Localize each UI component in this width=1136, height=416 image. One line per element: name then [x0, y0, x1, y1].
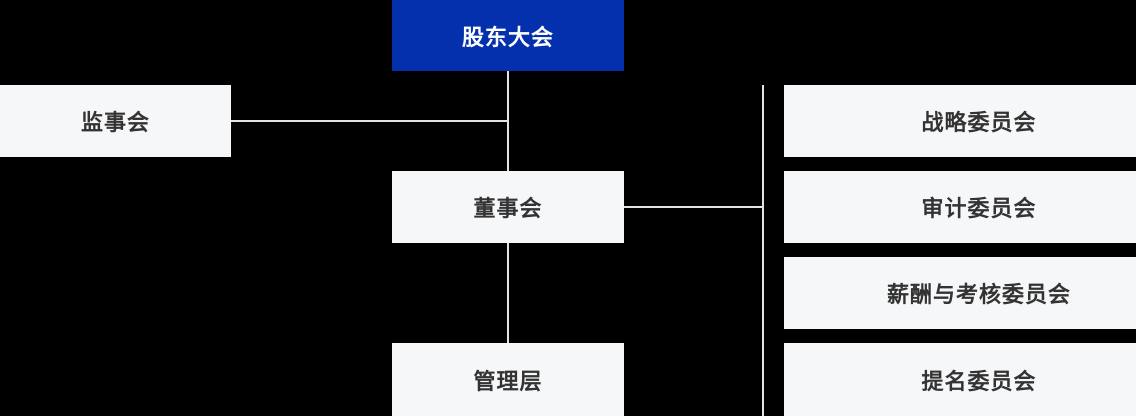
org-node-label: 董事会 [473, 196, 543, 221]
connector-board-to-management [507, 243, 509, 343]
connector-board-to-committee-rail [624, 206, 763, 208]
org-node-label: 股东大会 [461, 24, 554, 50]
org-node-label: 管理层 [473, 368, 543, 394]
org-node-board-of-directors: 董事会 [392, 171, 624, 243]
connector-supervisory-to-trunk [231, 120, 509, 122]
org-node-strategy-committee: 战略委员会 [784, 85, 1136, 157]
org-node-label: 战略委员会 [921, 110, 1037, 135]
org-node-management: 管理层 [392, 343, 624, 416]
org-node-label: 薪酬与考核委员会 [886, 282, 1071, 307]
org-node-nomination-committee: 提名委员会 [784, 343, 1136, 416]
org-node-audit-committee: 审计委员会 [784, 171, 1136, 243]
org-node-supervisory-board: 监事会 [0, 85, 231, 157]
org-node-label: 监事会 [80, 110, 150, 135]
org-node-label: 审计委员会 [921, 196, 1037, 221]
org-node-shareholders-meeting: 股东大会 [392, 0, 624, 71]
org-node-label: 提名委员会 [921, 368, 1037, 394]
org-node-compensation-assessment-committee: 薪酬与考核委员会 [784, 257, 1136, 329]
connector-committee-rail [762, 85, 764, 416]
